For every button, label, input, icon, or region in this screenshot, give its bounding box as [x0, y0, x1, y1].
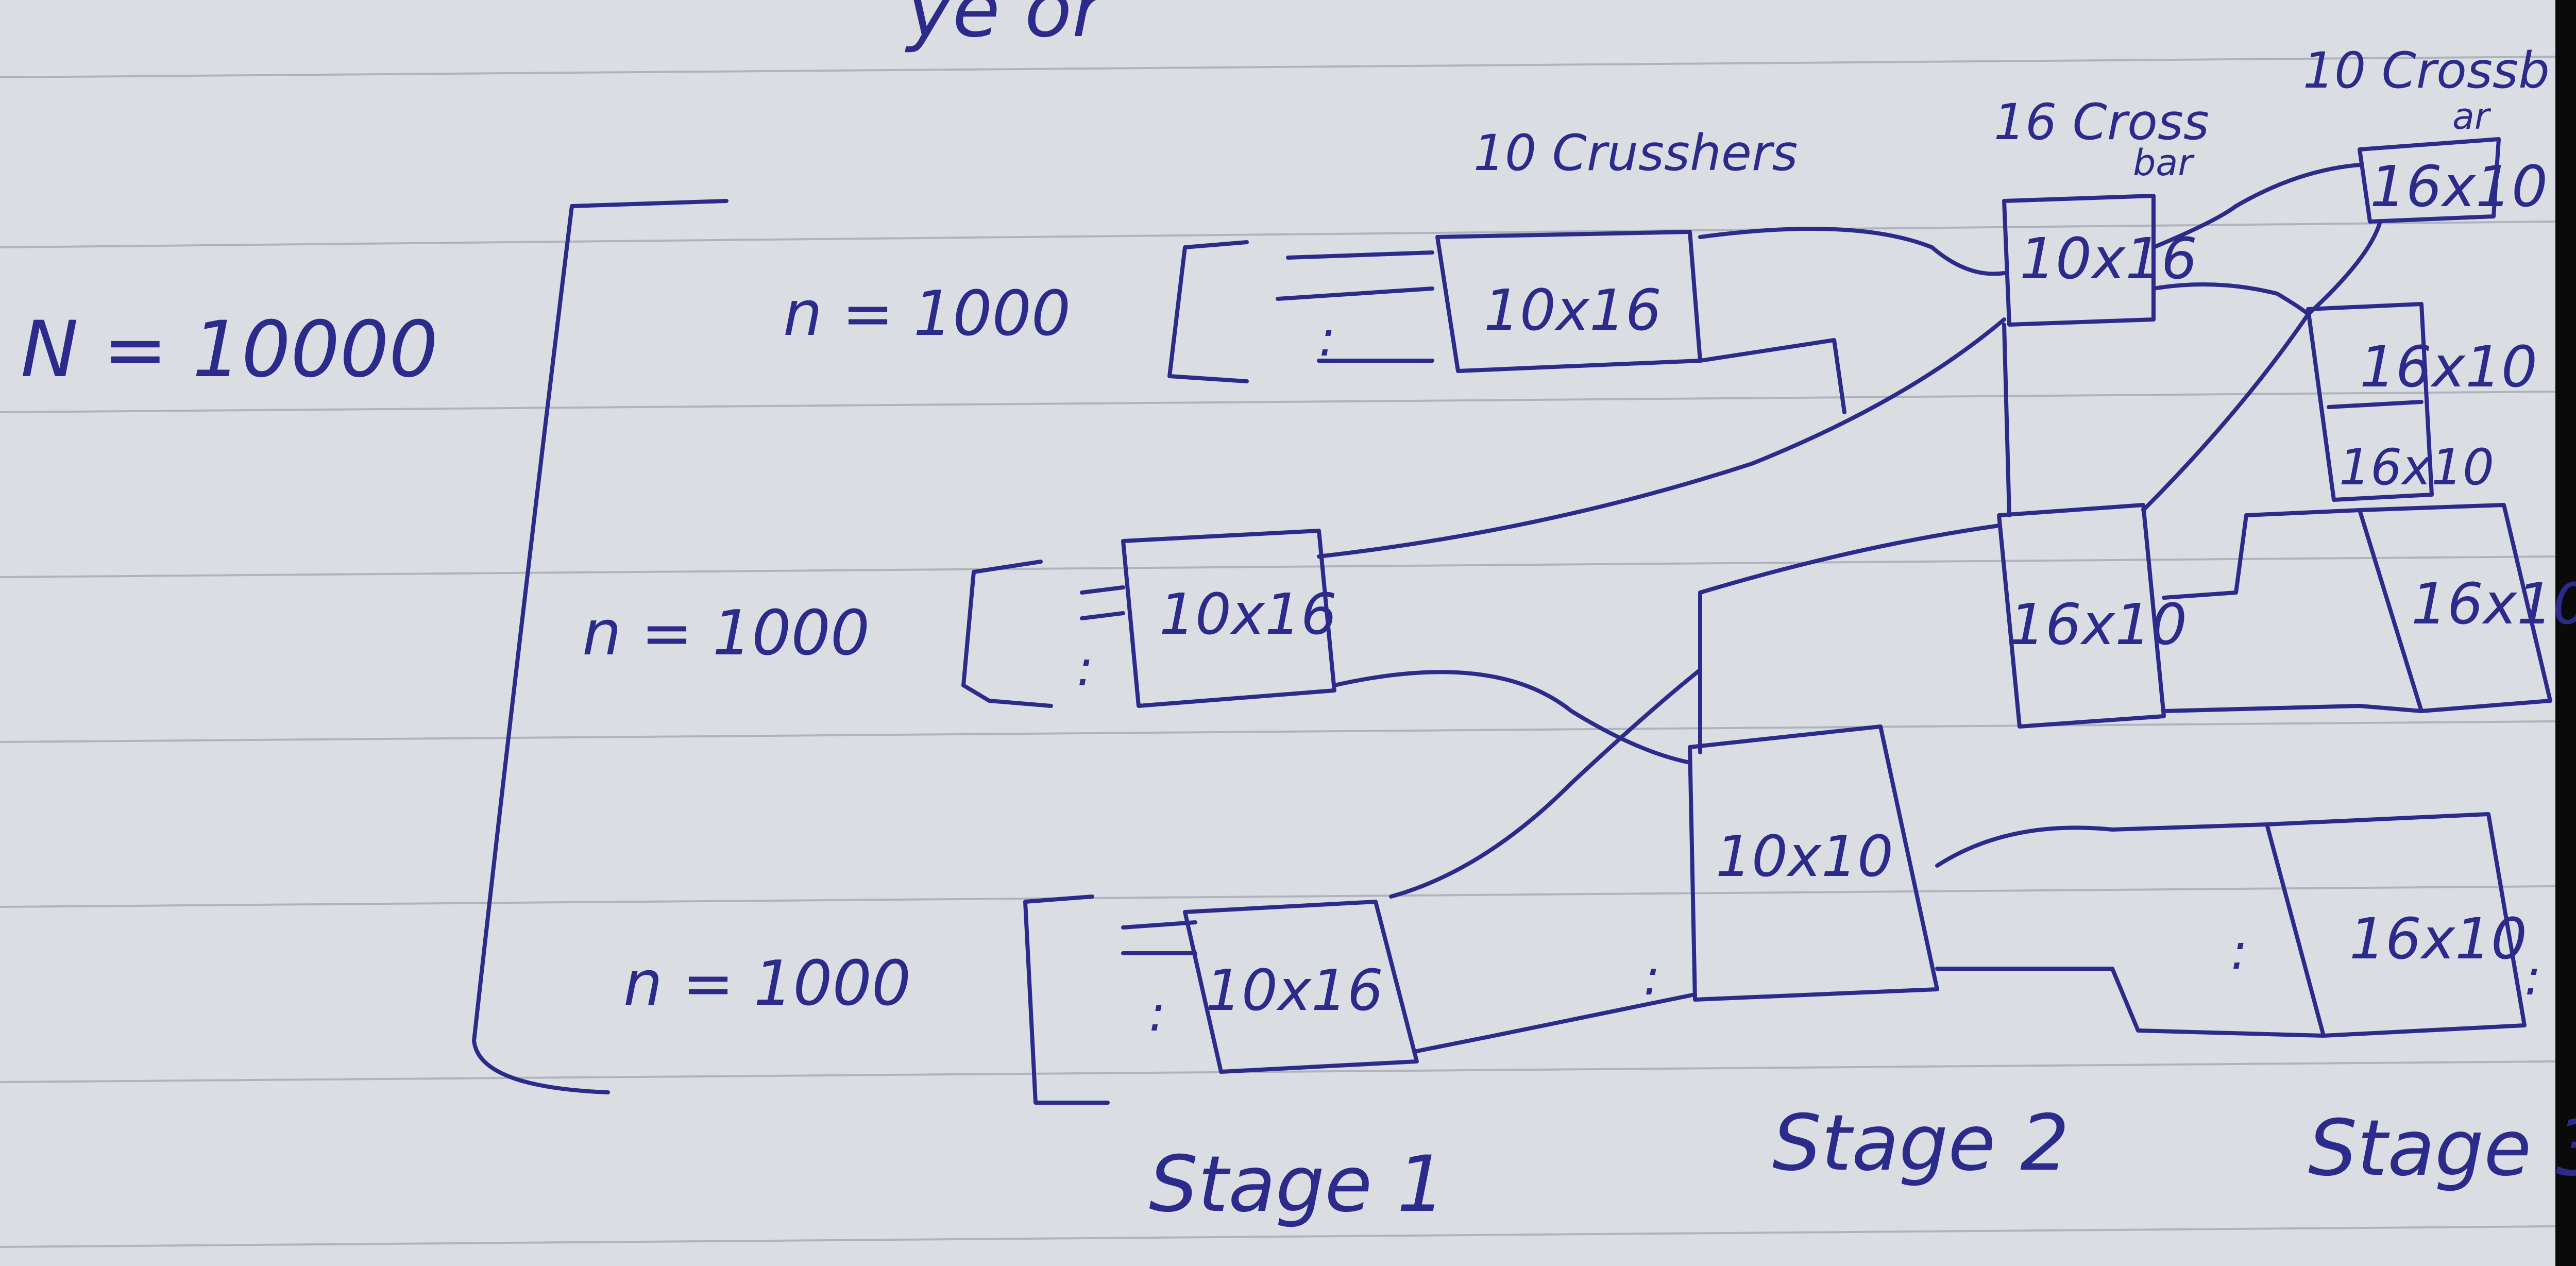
ellipsis-2: : [1077, 639, 1093, 697]
stage3-annotation-line1: 10 Crossb [2303, 42, 2550, 99]
ellipsis-1: : [1319, 310, 1335, 367]
ellipsis-stage3: : [2524, 949, 2541, 1006]
ellipsis-3: : [1149, 985, 1165, 1042]
stage3-annotation-line2: ar [2452, 95, 2492, 138]
stage3-box-5-label: 16x10 [2349, 906, 2527, 972]
stage2-annotation-line2: bar [2133, 142, 2195, 184]
stage1-annotation: 10 Crusshers [1473, 124, 1798, 182]
stage-label-3: Stage 3 [2308, 1104, 2576, 1193]
stage1-box-1-label: 10x16 [1484, 277, 1662, 343]
stage-label-2: Stage 2 [1772, 1099, 2070, 1188]
stage1-box-2-label: 10x16 [1159, 581, 1337, 647]
header-fragment: ye or [905, 0, 1108, 55]
stage-label-1: Stage 1 [1149, 1140, 1446, 1229]
stage1-box-3-label: 10x16 [1206, 957, 1383, 1023]
ellipsis-stage2b: : [1643, 949, 1660, 1006]
stage3-box-3-label: 16x10 [2339, 438, 2494, 496]
stage2-box-3-label: 10x10 [1716, 823, 1893, 889]
stage3-box-4-label: 16x10 [2411, 571, 2576, 637]
stage3-box-1-label: 16x10 [2370, 154, 2548, 220]
stage2-box-2-label: 16x10 [2009, 592, 2187, 657]
ellipsis-stage2: : [2231, 923, 2247, 981]
group-label-1: n = 1000 [783, 278, 1071, 350]
group-label-3: n = 1000 [623, 948, 911, 1020]
group-label-2: n = 1000 [582, 598, 870, 669]
total-label: N = 10000 [21, 305, 438, 395]
stage3-box-2-label: 16x10 [2360, 334, 2537, 400]
stage2-box-1-label: 10x16 [2020, 226, 2197, 292]
stage3-box-3: 16x10 [2339, 438, 2494, 496]
